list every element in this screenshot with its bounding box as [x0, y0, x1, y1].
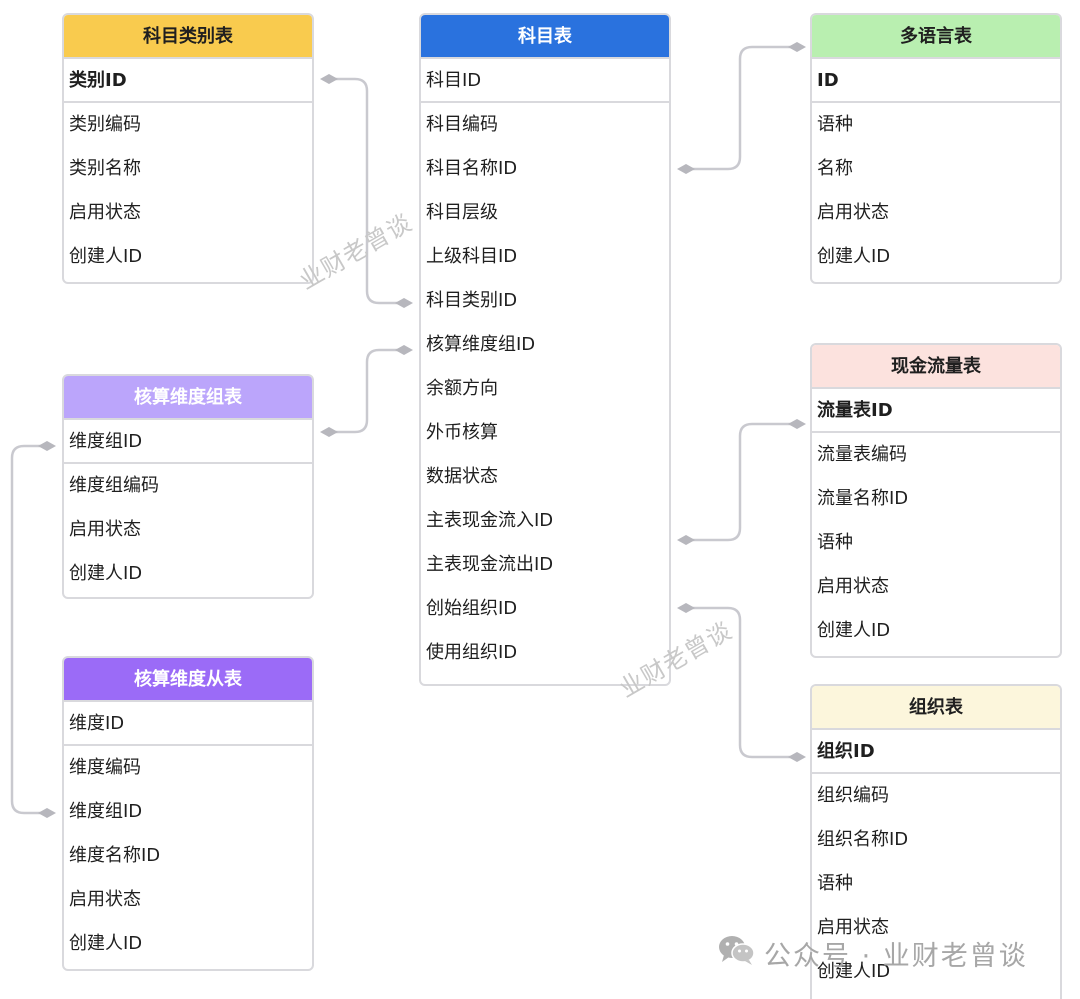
field: 类别编码	[69, 114, 141, 135]
field: 组织编码	[817, 785, 889, 806]
field-pk: 组织ID	[812, 730, 1060, 774]
field: 创建人ID	[817, 961, 891, 982]
wechat-icon	[718, 934, 756, 973]
field: 主表现金流出ID	[426, 554, 554, 575]
connector-diamond	[320, 427, 338, 437]
field: 科目ID	[421, 59, 669, 103]
field: 语种	[817, 532, 853, 553]
table-multilang: 多语言表 ID 语种 名称 启用状态 创建人ID	[810, 13, 1062, 284]
field: 核算维度组ID	[426, 334, 536, 355]
field: 启用状态	[817, 576, 889, 597]
field: 上级科目ID	[426, 246, 518, 267]
table-category: 科目类别表 类别ID 类别编码 类别名称 启用状态 创建人ID	[62, 13, 314, 284]
field: 维度编码	[69, 757, 141, 778]
field: 名称	[817, 158, 853, 179]
table-title: 科目表	[421, 15, 669, 59]
field: 启用状态	[817, 917, 889, 938]
table-title: 核算维度从表	[64, 658, 312, 702]
field: 维度组编码	[69, 475, 159, 496]
field: 创建人ID	[817, 620, 891, 641]
field: 维度组ID	[69, 801, 143, 822]
footer-text: 公众号 · 业财老曾谈	[764, 941, 1028, 972]
field: 科目名称ID	[426, 158, 518, 179]
table-org: 组织表 组织ID 组织编码 组织名称ID 语种 启用状态 创建人ID	[810, 684, 1062, 999]
footer-brand: 公众号 · 业财老曾谈	[718, 934, 1028, 973]
field: 使用组织ID	[426, 642, 518, 663]
table-cashflow: 现金流量表 流量表ID 流量表编码 流量名称ID 语种 启用状态 创建人ID	[810, 343, 1062, 658]
field: 维度组ID	[64, 420, 312, 464]
table-title: 核算维度组表	[64, 376, 312, 420]
connector-diamond	[38, 808, 56, 818]
link-subject-org	[686, 606, 797, 759]
field: 创建人ID	[69, 563, 143, 584]
field: 科目层级	[426, 202, 498, 223]
field: 维度名称ID	[69, 845, 161, 866]
link-dimgroup-dimsub	[10, 444, 45, 815]
field: 启用状态	[69, 889, 141, 910]
field: 外币核算	[426, 422, 498, 443]
connector-diamond	[788, 42, 806, 52]
connector-diamond	[788, 419, 806, 429]
field: 创建人ID	[817, 246, 891, 267]
field: 数据状态	[426, 466, 498, 487]
field: 组织名称ID	[817, 829, 909, 850]
connector-diamond	[38, 441, 56, 451]
connector-diamond	[677, 603, 695, 613]
field: 流量表编码	[817, 444, 907, 465]
table-title: 组织表	[812, 686, 1060, 730]
field-pk: 流量表ID	[812, 389, 1060, 433]
connector-diamond	[788, 752, 806, 762]
table-subject: 科目表 科目ID 科目编码 科目名称ID 科目层级 上级科目ID 科目类别ID …	[419, 13, 671, 686]
link-subject-cashflow	[686, 422, 797, 542]
table-title: 科目类别表	[64, 15, 312, 59]
table-dimgroup: 核算维度组表 维度组ID 维度组编码 启用状态 创建人ID	[62, 374, 314, 599]
field: 科目编码	[426, 114, 498, 135]
field: 维度ID	[64, 702, 312, 746]
field-pk: ID	[812, 59, 1060, 103]
field: 创建人ID	[69, 246, 143, 267]
table-title: 现金流量表	[812, 345, 1060, 389]
connector-diamond	[395, 298, 413, 308]
field: 余额方向	[426, 378, 498, 399]
field-pk: 类别ID	[64, 59, 312, 103]
field: 启用状态	[69, 202, 141, 223]
field: 流量名称ID	[817, 488, 909, 509]
link-category-subject	[329, 77, 404, 305]
field: 语种	[817, 873, 853, 894]
connector-diamond	[320, 74, 338, 84]
table-title: 多语言表	[812, 15, 1060, 59]
field: 主表现金流入ID	[426, 510, 554, 531]
field: 启用状态	[69, 519, 141, 540]
field: 创始组织ID	[426, 598, 518, 619]
field: 科目类别ID	[426, 290, 518, 311]
connector-diamond	[677, 535, 695, 545]
field: 创建人ID	[69, 933, 143, 954]
link-dimgroup-subject	[329, 348, 404, 434]
connector-diamond	[395, 345, 413, 355]
link-subject-multilang	[686, 45, 797, 171]
table-dimsub: 核算维度从表 维度ID 维度编码 维度组ID 维度名称ID 启用状态 创建人ID	[62, 656, 314, 971]
field: 语种	[817, 114, 853, 135]
connector-diamond	[677, 164, 695, 174]
field: 启用状态	[817, 202, 889, 223]
field: 类别名称	[69, 158, 141, 179]
